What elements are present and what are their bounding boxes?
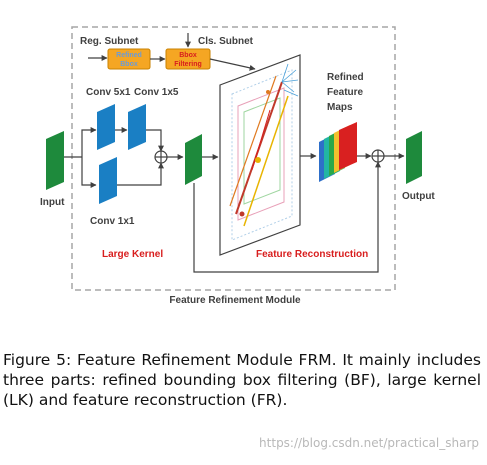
large-kernel-label: Large Kernel xyxy=(102,249,163,260)
refined-bbox-label-1: Refined xyxy=(116,52,142,59)
output-feature-map xyxy=(406,131,422,184)
cls-subnet-label: Cls. Subnet xyxy=(198,36,254,47)
reg-subnet-label: Reg. Subnet xyxy=(80,36,139,47)
filter-to-reconstruction-arrow xyxy=(209,58,256,71)
sum-node-output xyxy=(371,149,385,163)
refined-feature-maps-label-3: Maps xyxy=(327,102,353,113)
refined-feature-maps-stack xyxy=(319,122,357,182)
sum-node-large-kernel xyxy=(154,150,168,164)
module-title: Feature Refinement Module xyxy=(169,295,301,306)
watermark: https://blog.csdn.net/practical_sharp xyxy=(259,436,479,450)
output-label: Output xyxy=(402,191,435,202)
refined-feature-maps-label-1: Refined xyxy=(327,72,364,83)
intermediate-feature-map xyxy=(185,134,202,185)
conv-1x1-label: Conv 1x1 xyxy=(90,216,135,227)
refined-feature-maps-label-2: Feature xyxy=(327,87,364,98)
input-feature-map xyxy=(46,131,64,190)
large-kernel-connectors xyxy=(64,127,381,273)
bbox-filtering-label-2: Filtering xyxy=(174,61,202,68)
frm-diagram: Reg. Subnet Cls. Subnet Refined Bbox Bbo… xyxy=(40,26,435,306)
conv-5x1-layer xyxy=(97,104,115,150)
conv-1x5-label: Conv 1x5 xyxy=(134,87,179,98)
module-boundary xyxy=(71,26,396,291)
conv-5x1-label: Conv 5x1 xyxy=(86,87,131,98)
refined-bbox-label-2: Bbox xyxy=(120,61,138,68)
conv-1x1-layer xyxy=(99,157,117,204)
figure-caption: Figure 5: Feature Refinement Module FRM.… xyxy=(3,351,481,409)
input-label: Input xyxy=(40,197,65,208)
feature-reconstruction-label: Feature Reconstruction xyxy=(256,249,368,260)
bbox-filtering-label-1: Bbox xyxy=(179,52,197,59)
feature-reconstruction-panel xyxy=(219,54,301,256)
conv-1x5-layer xyxy=(128,104,146,150)
